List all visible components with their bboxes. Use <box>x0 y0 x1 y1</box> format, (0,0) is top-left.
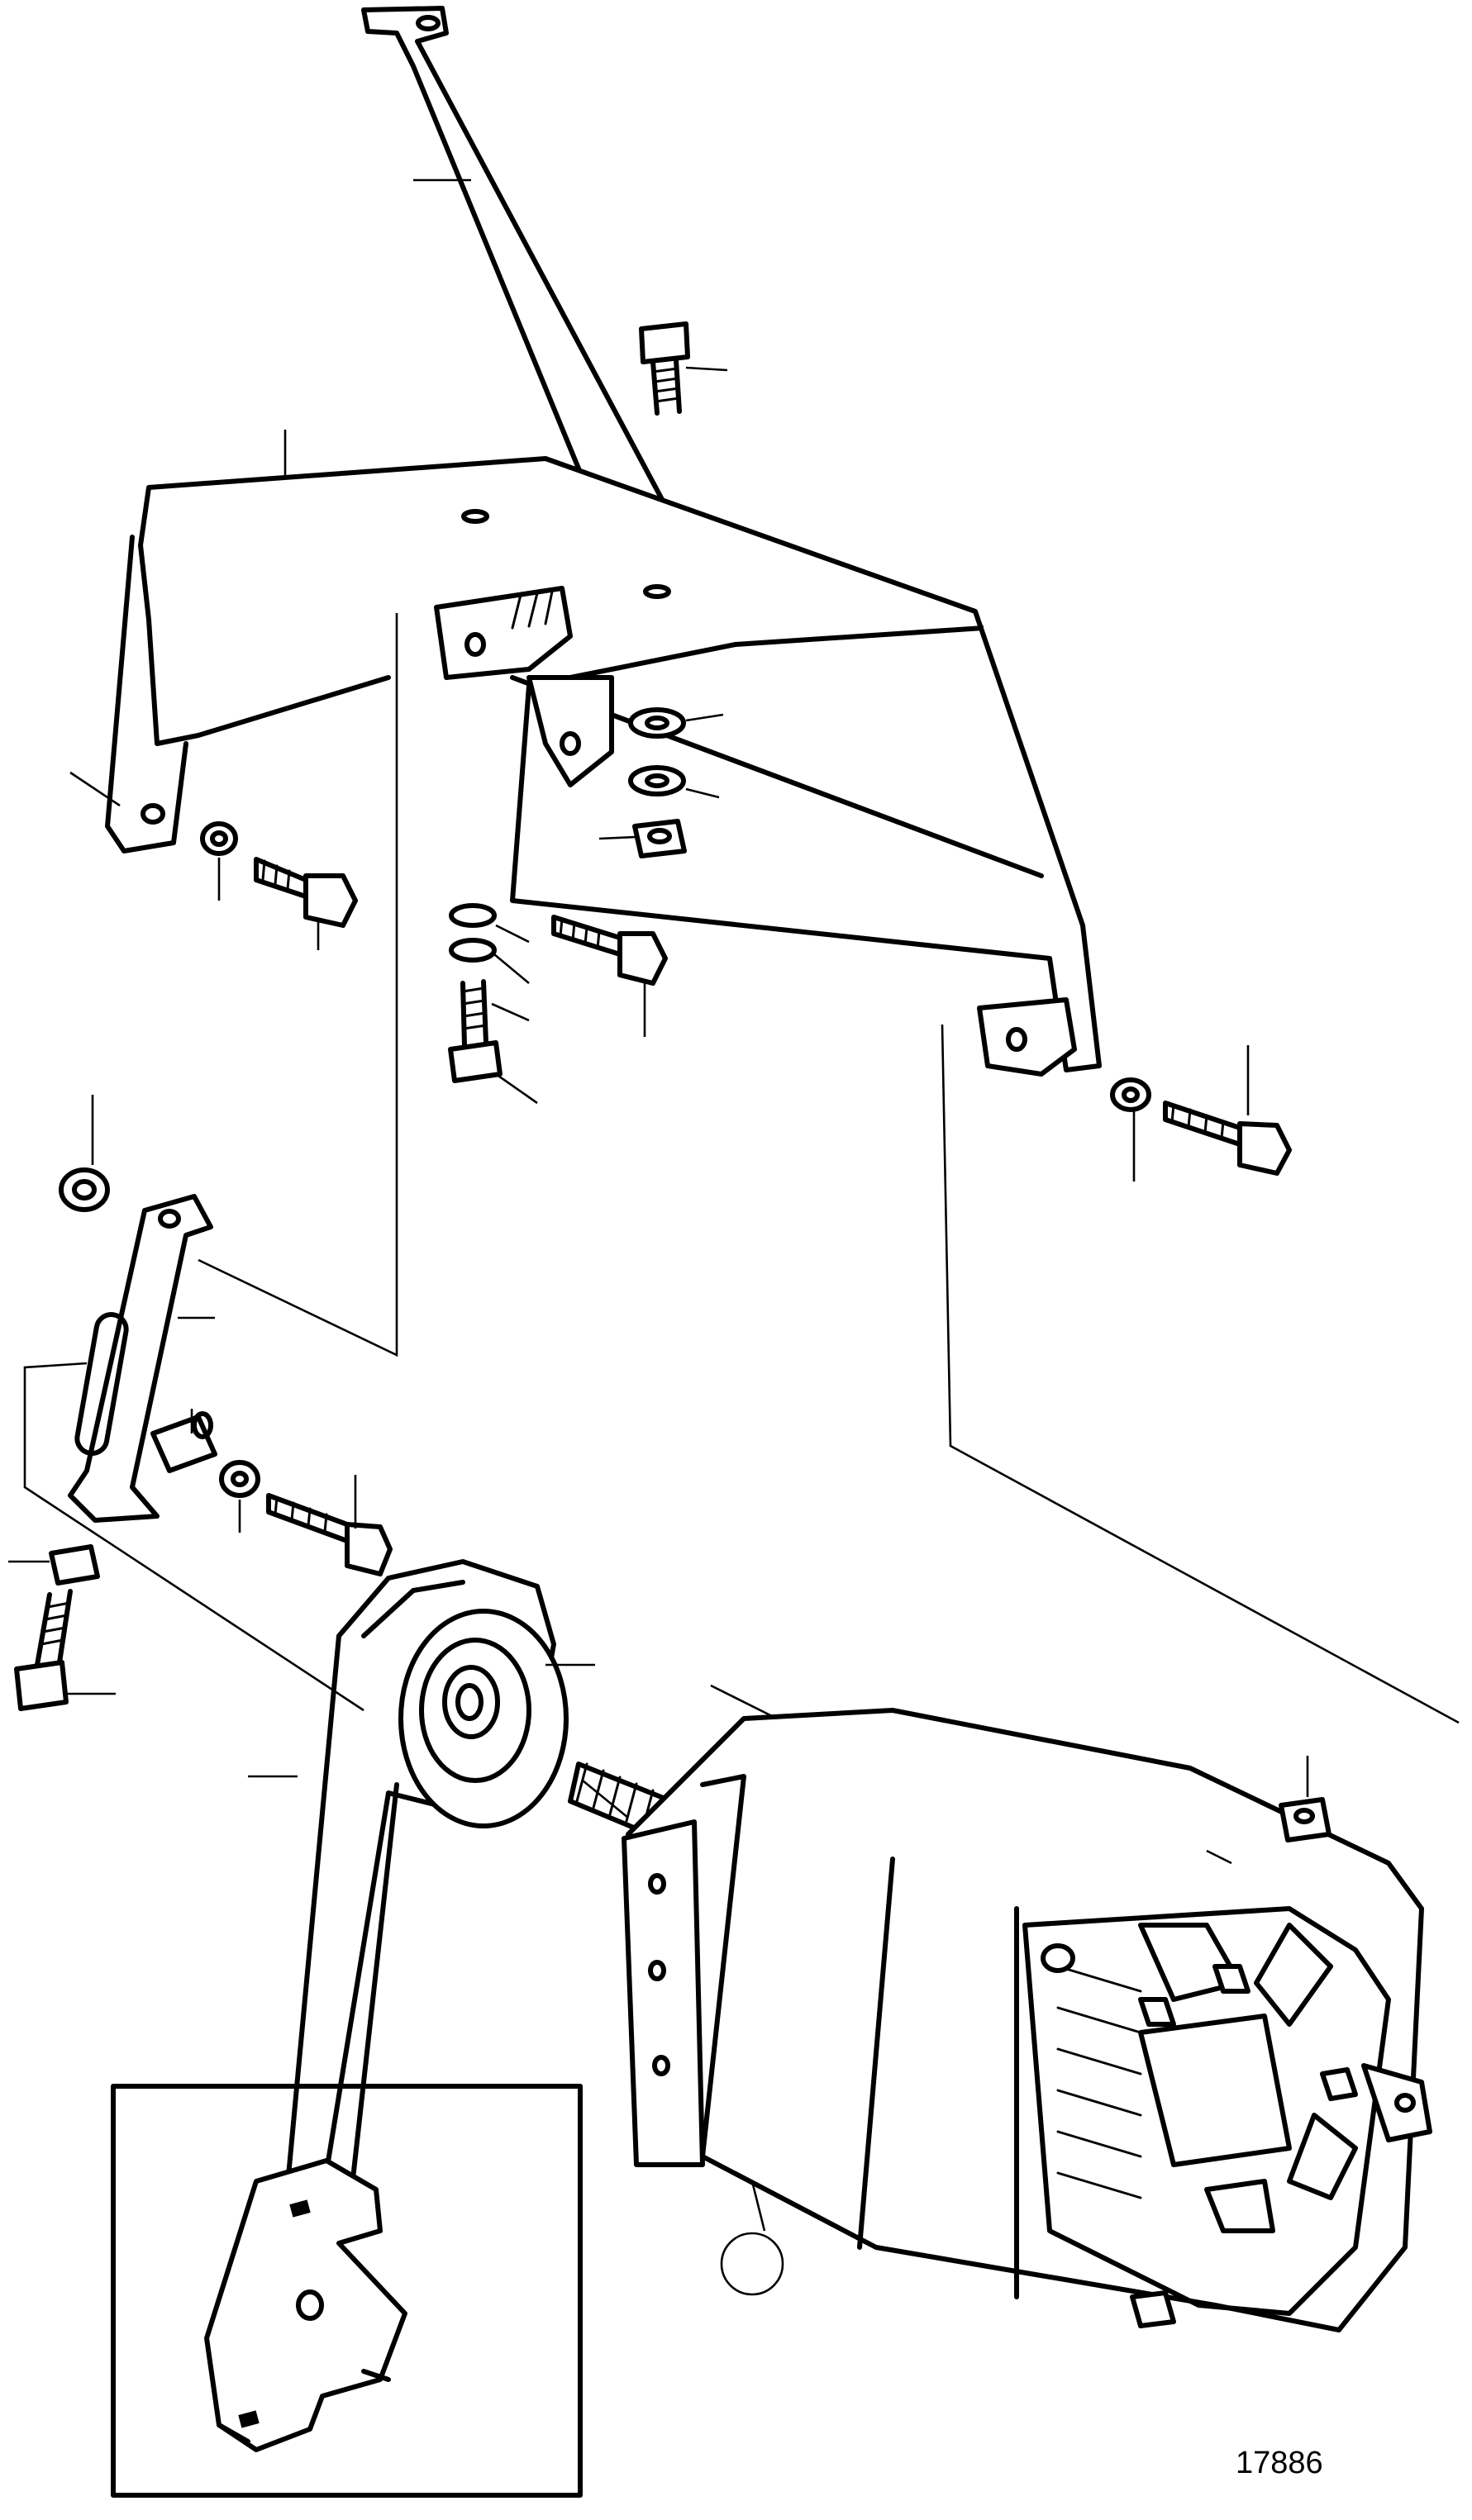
left-bolt-assembly <box>200 821 358 950</box>
figure-number: 17886 <box>1236 2446 1323 2480</box>
middle-bolt-stack <box>448 903 538 1105</box>
adjusting-arm <box>59 1095 215 1523</box>
right-bolt-assembly <box>1110 1045 1292 1182</box>
arm-bolt-assembly <box>150 1409 393 1576</box>
alternator-nut <box>1279 1756 1331 1842</box>
pulley <box>398 1609 595 1828</box>
right-clamp-block <box>977 997 1077 1077</box>
top-bolt <box>639 321 728 416</box>
middle-bolt-horizontal <box>551 915 668 1037</box>
reference-circle <box>720 2232 784 2296</box>
lower-left-nut-bolt <box>8 1544 116 1711</box>
alternator <box>582 1684 1432 2332</box>
inset-detail <box>111 2084 583 2498</box>
washer-stack-center <box>598 707 724 858</box>
clamp-block-right <box>526 675 614 787</box>
clamp-block-left <box>434 586 573 680</box>
